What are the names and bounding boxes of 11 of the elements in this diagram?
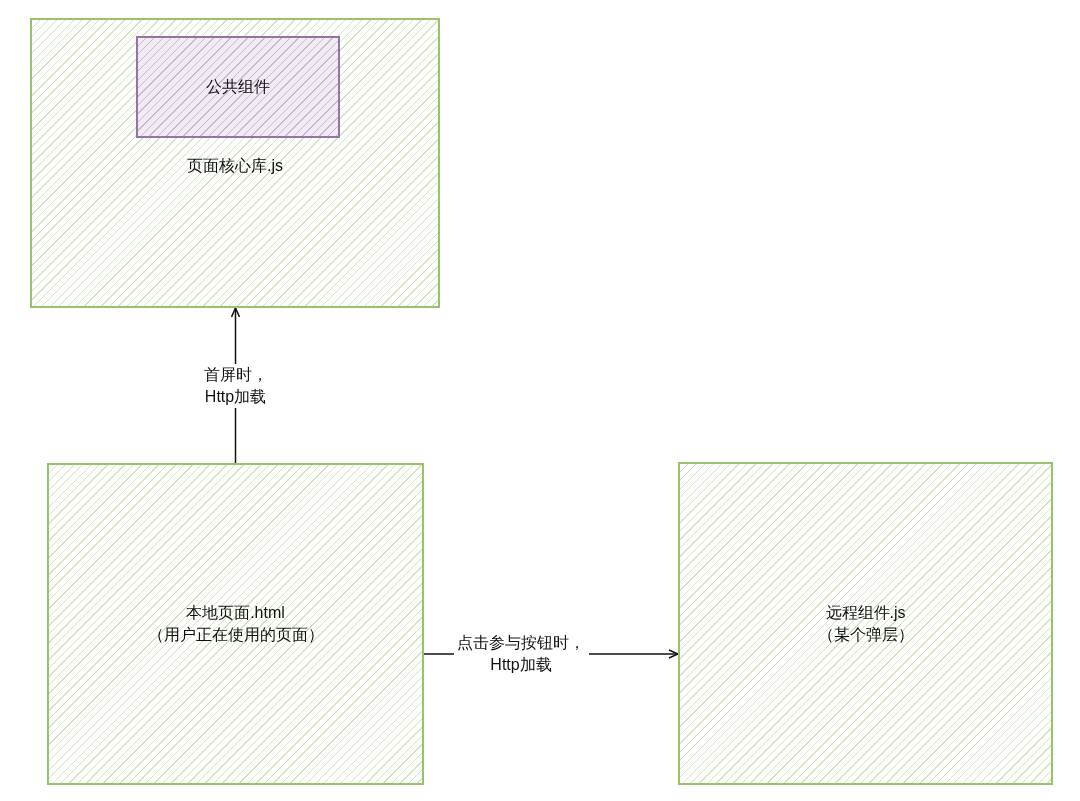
node-label: 页面核心库.js — [187, 156, 283, 176]
container-box — [30, 18, 440, 308]
node-label: （某个弹层） — [817, 624, 914, 645]
container-box — [47, 463, 424, 785]
edge-label: 点击参与按钮时，Http加载 — [453, 632, 589, 676]
component-box — [136, 36, 340, 138]
node-label: （用户正在使用的页面） — [147, 625, 324, 645]
node-label: 公共组件 — [206, 77, 270, 97]
node-label: 远程组件.js — [825, 602, 906, 623]
node-label: 本地页面.html — [186, 603, 285, 623]
container-box — [678, 462, 1053, 785]
